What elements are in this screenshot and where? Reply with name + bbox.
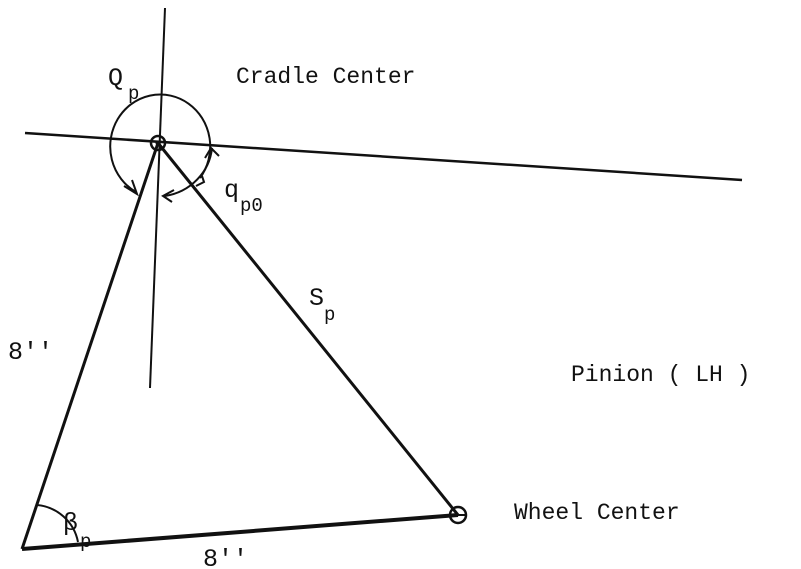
side-left-line [20, 142, 160, 550]
pinion-label: Pinion ( LH ) [571, 362, 750, 388]
qp-label-main: Q [108, 64, 123, 93]
qp0-angle-arc [164, 147, 213, 197]
cradle-center-marker [149, 134, 167, 152]
wheel-center-label: Wheel Center [514, 500, 680, 526]
qp-arrowhead [123, 179, 139, 197]
side-sp-line [156, 142, 460, 516]
vertical-axis-line [149, 7, 166, 389]
sp-label-main: S [309, 284, 324, 313]
side-bottom-length-label: 8'' [203, 545, 248, 569]
beta-label-main: β [63, 509, 78, 538]
beta-angle-arc [36, 504, 79, 543]
qp0-label-main: q [224, 176, 239, 205]
qp0-label-sub: p0 [240, 195, 263, 217]
qp-label-sub: p [128, 83, 139, 105]
cradle-center-label: Cradle Center [236, 64, 415, 90]
qp0-tick-arrow [195, 175, 206, 187]
side-bottom-line [21, 513, 459, 551]
qp0-arrowhead-right [204, 146, 220, 159]
beta-label-sub: p [80, 531, 91, 553]
qp0-arrowhead-left [161, 189, 175, 203]
side-left-length-label: 8'' [8, 338, 53, 367]
qp-angle-arc [109, 93, 212, 193]
sp-label-sub: p [324, 304, 335, 326]
cradle-center-dot [155, 140, 161, 146]
horizontal-axis-line [24, 131, 743, 182]
